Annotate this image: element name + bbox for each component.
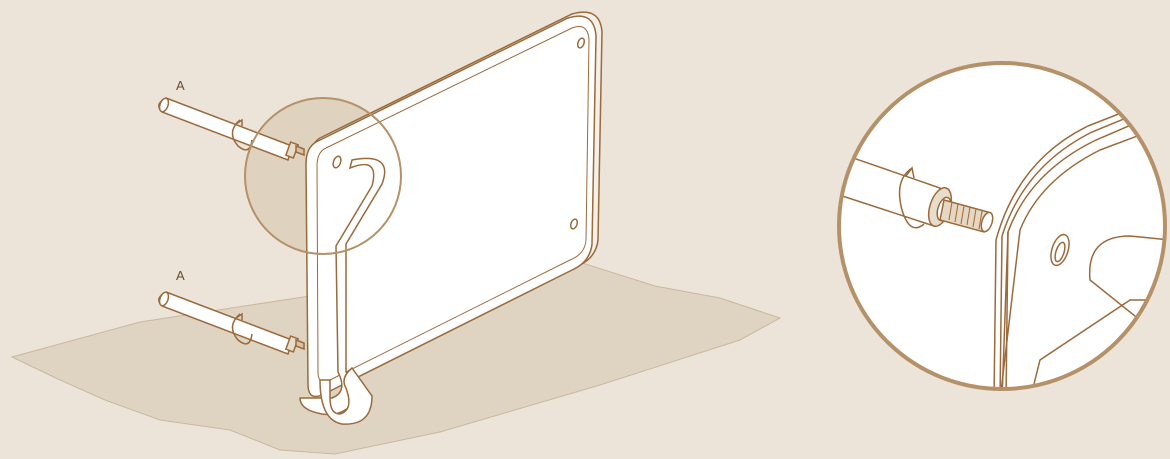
detail-zoom-view [824, 63, 1170, 400]
rod-label-a-bottom: A [176, 268, 185, 283]
rod-label-a-top: A [176, 78, 185, 93]
